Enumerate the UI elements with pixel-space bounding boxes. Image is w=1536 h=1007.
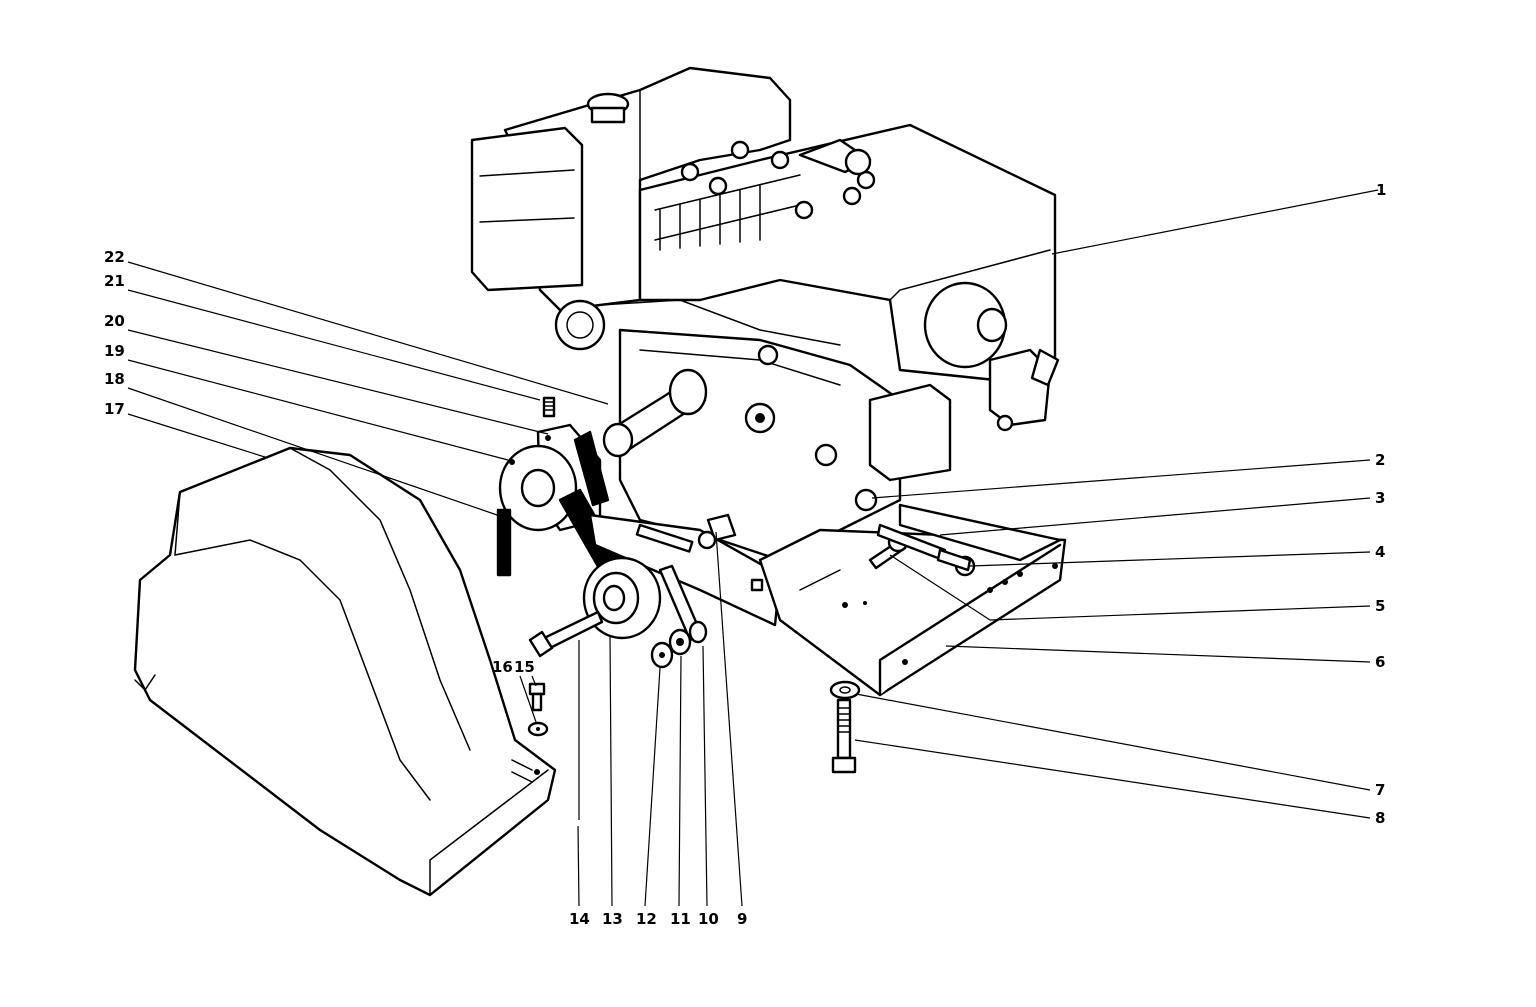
callout-20: 20 — [104, 312, 125, 330]
callout-12: 12 — [636, 910, 657, 928]
callout-22: 22 — [104, 248, 125, 266]
set-screw — [542, 396, 556, 418]
adjusting-bolts — [854, 488, 1062, 577]
callout-15: 15 — [514, 658, 535, 676]
callout-19: 19 — [104, 342, 125, 360]
leader-lines — [127, 189, 1379, 907]
callout-16: 16 — [492, 658, 513, 676]
idler-bracket — [588, 513, 782, 642]
callout-21: 21 — [104, 272, 125, 290]
engine-assembly — [470, 66, 1060, 580]
mounting-bolt — [829, 680, 861, 774]
idler-bolt — [528, 610, 604, 658]
callout-4: 4 — [1375, 543, 1385, 561]
belt-guard — [133, 446, 557, 897]
callout-8: 8 — [1375, 809, 1385, 827]
callout-11: 11 — [670, 910, 691, 928]
callout-6: 6 — [1375, 653, 1385, 671]
callout-2: 2 — [1375, 451, 1385, 469]
callout-1: 1 — [1376, 181, 1386, 199]
callout-3: 3 — [1375, 489, 1385, 507]
mounting-plate — [758, 528, 1067, 697]
callout-17: 17 — [104, 400, 125, 418]
callout-5: 5 — [1375, 597, 1385, 615]
air-cleaner — [470, 126, 584, 292]
callout-10: 10 — [698, 910, 719, 928]
callout-13: 13 — [602, 910, 623, 928]
callout-9: 9 — [737, 910, 747, 928]
v-belt — [496, 508, 512, 577]
guard-screw — [527, 682, 549, 737]
crankshaft — [602, 368, 708, 458]
idler-pulley — [582, 556, 662, 640]
callout-14: 14 — [569, 910, 590, 928]
callout-7: 7 — [1375, 781, 1385, 799]
idler-washers — [650, 620, 708, 669]
head-bolts — [680, 140, 876, 220]
callout-18: 18 — [104, 370, 125, 388]
callout-labels: 1 2 3 4 5 6 7 8 9 10 11 12 13 14 15 16 1… — [104, 181, 1386, 928]
